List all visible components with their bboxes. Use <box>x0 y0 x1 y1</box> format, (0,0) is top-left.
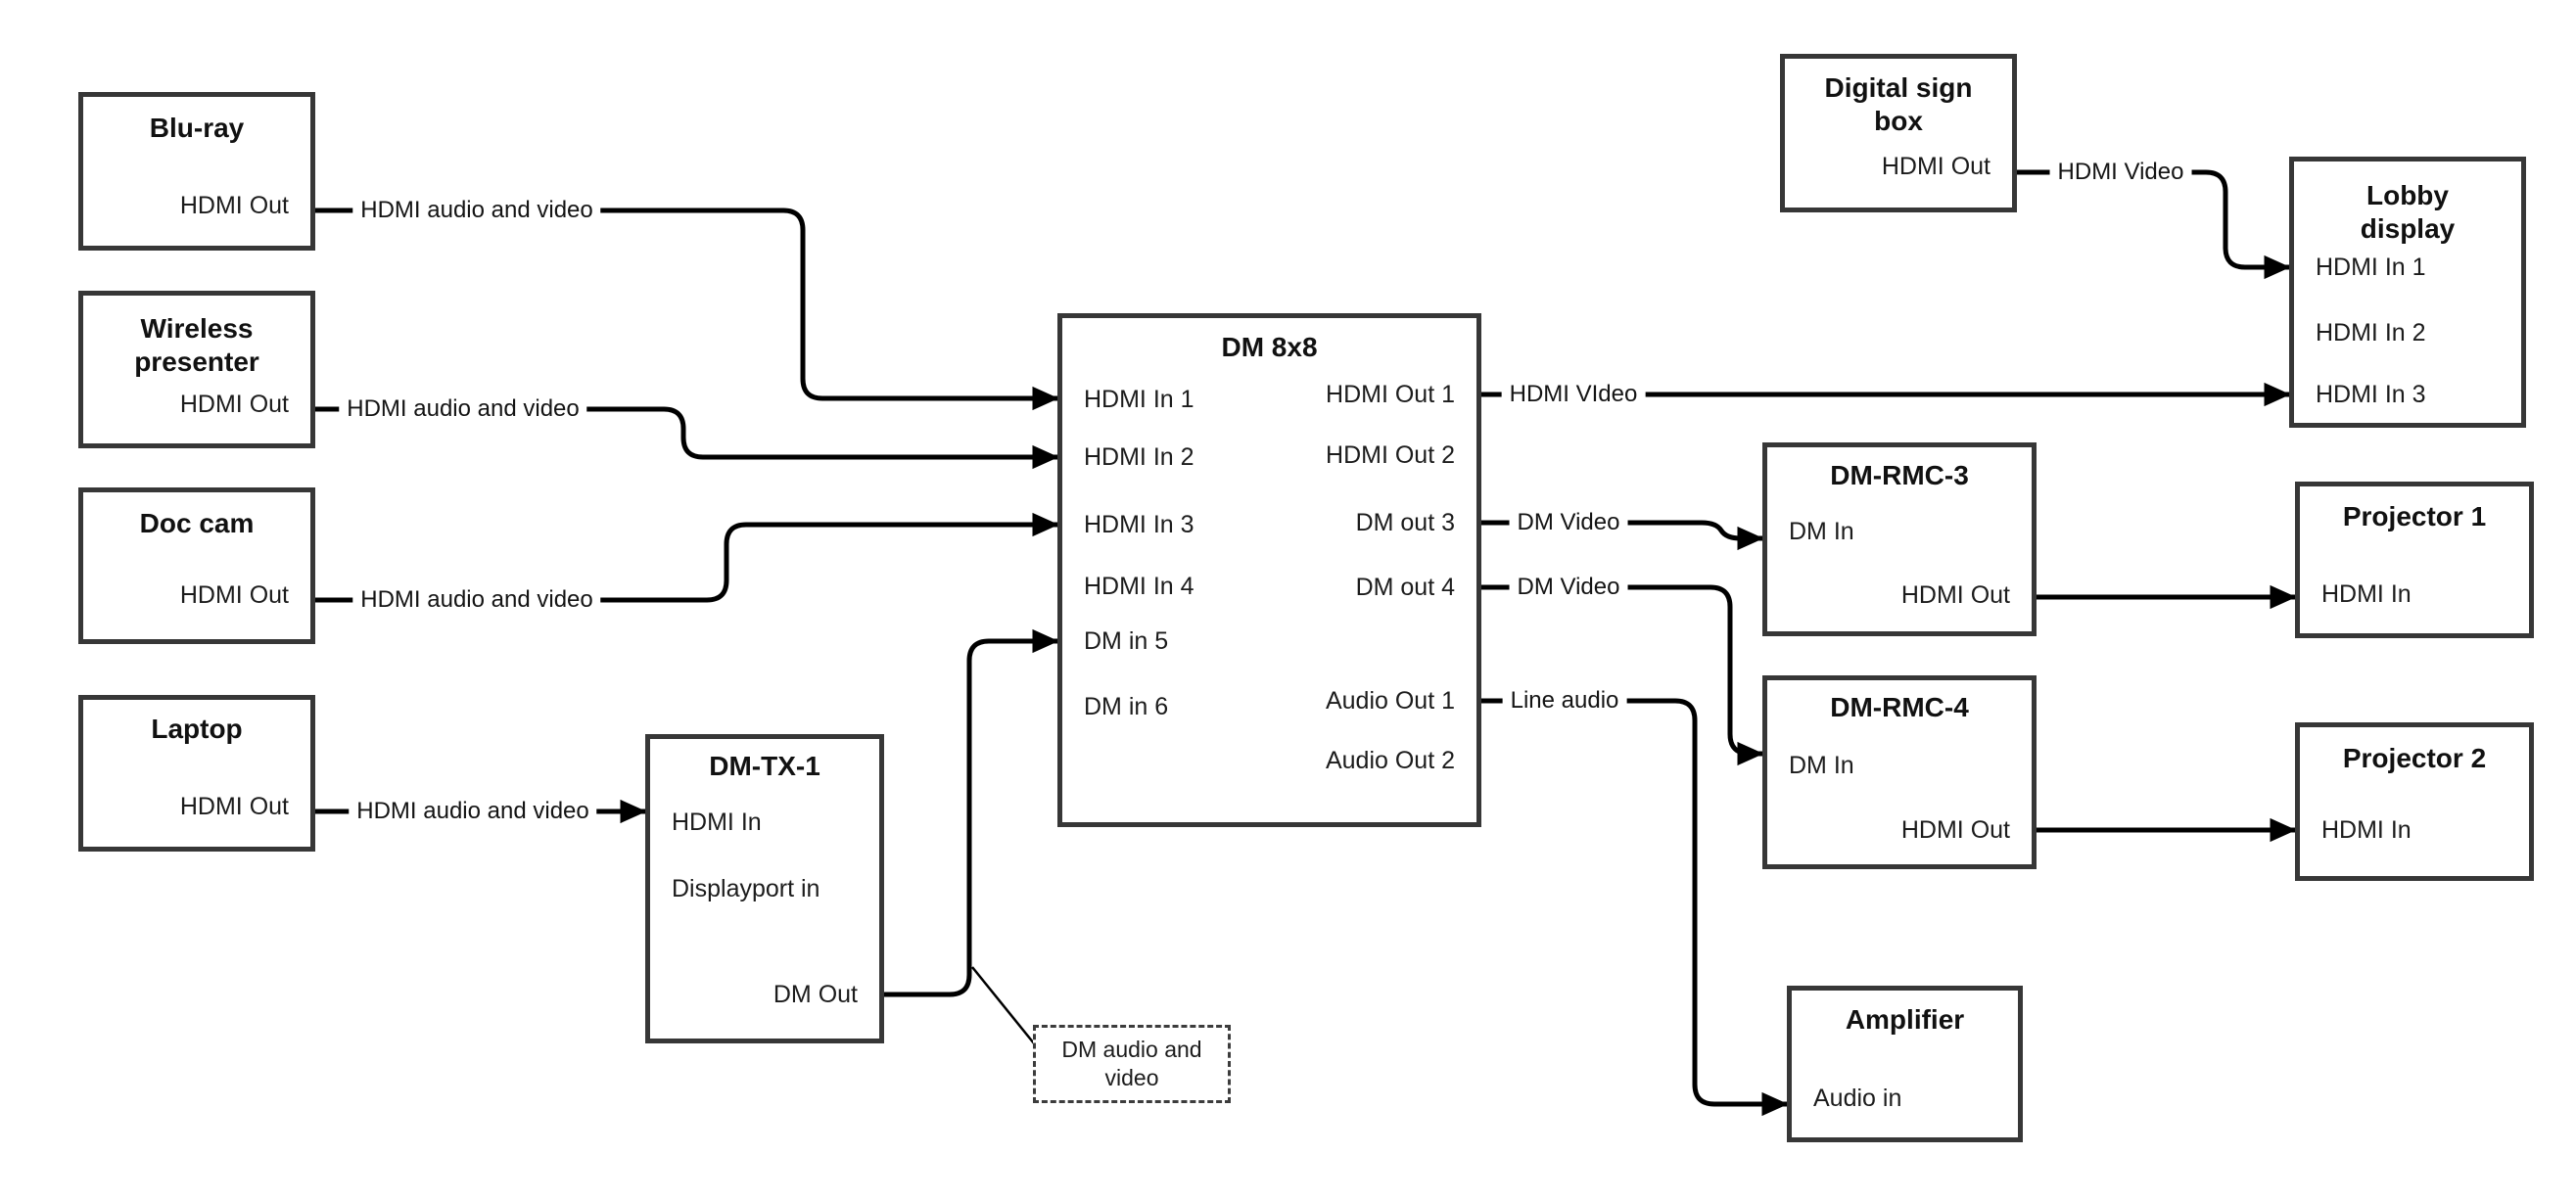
edge-wireless-to-dm8x8-in2 <box>315 406 1059 470</box>
port-laptop-hdmi-out: HDMI Out <box>179 793 289 820</box>
edge-label-bluray: HDMI audio and video <box>352 195 601 226</box>
note-dm-audio-and-video: DM audio and video <box>1033 1025 1231 1103</box>
note-leader-line <box>971 966 1035 1044</box>
node-title: DM-RMC-3 <box>1830 460 1969 490</box>
node-projector-2: Projector 2 HDMI In <box>2295 722 2534 881</box>
edge-dm8x8-audioout1-to-amp <box>1481 698 1789 1117</box>
edge-doccam-to-dm8x8-in3 <box>315 512 1059 603</box>
node-title: Blu-ray <box>149 113 245 143</box>
port-dmrmc4-hdmi-out: HDMI Out <box>1900 816 2010 844</box>
node-title: Lobby display <box>2360 180 2456 244</box>
edge-label-dm-video-4: DM Video <box>1509 572 1628 603</box>
port-lobby-hdmi-in-2: HDMI In 2 <box>2316 319 2426 346</box>
port-dm8x8-hdmi-in-1: HDMI In 1 <box>1084 386 1194 413</box>
port-dm8x8-hdmi-out-2: HDMI Out 2 <box>1326 441 1455 469</box>
node-title: Laptop <box>151 714 243 744</box>
node-title: DM-RMC-4 <box>1830 692 1969 722</box>
node-digital-sign-box: Digital sign box HDMI Out <box>1780 54 2017 212</box>
port-dm8x8-hdmi-in-2: HDMI In 2 <box>1084 443 1194 471</box>
port-wireless-hdmi-out: HDMI Out <box>179 391 289 418</box>
port-dmrmc3-hdmi-out: HDMI Out <box>1900 581 2010 609</box>
port-dm8x8-audio-out-1: Audio Out 1 <box>1325 687 1455 715</box>
port-dmtx1-displayport-in: Displayport in <box>672 875 820 902</box>
node-wireless-presenter: Wireless presenter HDMI Out <box>78 291 315 448</box>
edge-label-wireless: HDMI audio and video <box>339 393 587 425</box>
node-doc-cam: Doc cam HDMI Out <box>78 487 315 644</box>
edge-dm8x8-dmout3-to-dmrmc3 <box>1481 520 1764 551</box>
edge-label-line-audio: Line audio <box>1502 685 1627 716</box>
edge-label-dm-video-3: DM Video <box>1509 507 1628 538</box>
node-title: Projector 2 <box>2342 743 2487 773</box>
port-lobby-hdmi-in-1: HDMI In 1 <box>2316 254 2426 281</box>
port-dm8x8-audio-out-2: Audio Out 2 <box>1325 747 1455 774</box>
port-dmtx1-hdmi-in: HDMI In <box>672 808 762 836</box>
port-doccam-hdmi-out: HDMI Out <box>179 581 289 609</box>
port-dm8x8-hdmi-in-3: HDMI In 3 <box>1084 511 1194 538</box>
node-projector-1: Projector 1 HDMI In <box>2295 482 2534 638</box>
node-dm-rmc-3: DM-RMC-3 DM In HDMI Out <box>1762 442 2037 636</box>
node-amplifier: Amplifier Audio in <box>1787 986 2023 1142</box>
port-amp-audio-in: Audio in <box>1813 1085 1902 1112</box>
node-title: Wireless presenter <box>134 313 259 377</box>
port-dm8x8-hdmi-in-4: HDMI In 4 <box>1084 573 1194 600</box>
port-lobby-hdmi-in-3: HDMI In 3 <box>2316 381 2426 408</box>
edge-label-laptop: HDMI audio and video <box>349 796 597 827</box>
node-laptop: Laptop HDMI Out <box>78 695 315 852</box>
node-title: Digital sign box <box>1824 72 1973 136</box>
node-title: Amplifier <box>1845 1004 1965 1035</box>
edge-label-hdmi-video-1: HDMI VIdeo <box>1501 379 1646 410</box>
edge-label-doccam: HDMI audio and video <box>352 584 601 616</box>
node-title: DM-TX-1 <box>709 751 820 781</box>
node-dm-tx-1: DM-TX-1 HDMI In Displayport in DM Out <box>645 734 884 1043</box>
node-title: DM 8x8 <box>1221 332 1318 362</box>
edge-label-hdmi-video-2: HDMI Video <box>2049 157 2192 188</box>
port-proj1-hdmi-in: HDMI In <box>2321 580 2412 608</box>
node-lobby-display: Lobby display HDMI In 1 HDMI In 2 HDMI I… <box>2289 157 2526 428</box>
node-dm-rmc-4: DM-RMC-4 DM In HDMI Out <box>1762 675 2037 869</box>
port-proj2-hdmi-in: HDMI In <box>2321 816 2412 844</box>
edge-dmtx1-dmout-to-dm8x8-in5 <box>884 628 1059 997</box>
node-title: Projector 1 <box>2342 501 2487 531</box>
edge-digitalsign-to-lobby-in1 <box>2017 169 2291 280</box>
port-dm8x8-dm-in-5: DM in 5 <box>1084 627 1169 655</box>
port-dm8x8-dm-in-6: DM in 6 <box>1084 693 1169 720</box>
port-dm8x8-dm-out-3: DM out 3 <box>1355 509 1455 536</box>
edge-bluray-to-dm8x8-in1 <box>315 208 1059 411</box>
port-digitalsign-hdmi-out: HDMI Out <box>1881 153 1991 180</box>
port-bluray-hdmi-out: HDMI Out <box>179 192 289 219</box>
node-dm-8x8: DM 8x8 HDMI In 1 HDMI In 2 HDMI In 3 HDM… <box>1057 313 1481 827</box>
port-dmrmc4-dm-in: DM In <box>1789 752 1854 779</box>
node-bluray: Blu-ray HDMI Out <box>78 92 315 251</box>
port-dmrmc3-dm-in: DM In <box>1789 518 1854 545</box>
port-dm8x8-hdmi-out-1: HDMI Out 1 <box>1326 381 1455 408</box>
port-dm8x8-dm-out-4: DM out 4 <box>1355 574 1455 601</box>
edge-dm8x8-dmout4-to-dmrmc4 <box>1481 584 1764 766</box>
note-text: DM audio and video <box>1061 1037 1202 1090</box>
port-dmtx1-dm-out: DM Out <box>773 981 858 1008</box>
node-title: Doc cam <box>139 508 255 538</box>
